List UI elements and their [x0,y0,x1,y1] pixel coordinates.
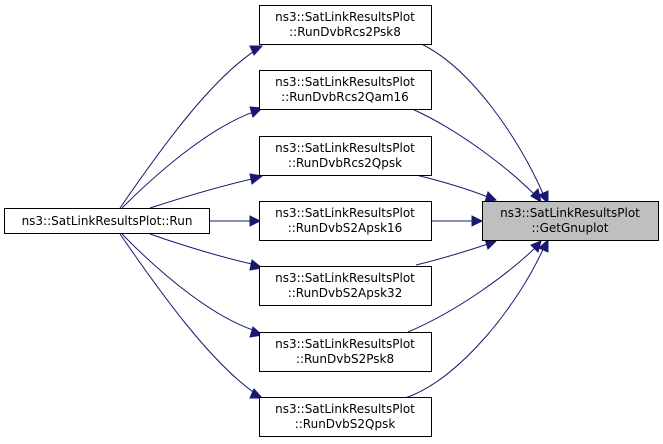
node-rundvbrcs2qpsk[interactable]: ns3::SatLinkResultsPlot ::RunDvbRcs2Qpsk [259,136,432,176]
node-rundvbrcs2qam16[interactable]: ns3::SatLinkResultsPlot ::RunDvbRcs2Qam1… [259,70,432,110]
node-run[interactable]: ns3::SatLinkResultsPlot::Run [4,208,210,234]
node-line2: ::RunDvbS2Apsk32 [288,286,403,300]
arrowhead-target-3 [484,191,498,203]
edge-run-to-rundvbrcs2qpsk [149,177,257,209]
edge-rundvbs2apsk32-to-getgnuplot [415,243,489,266]
node-rundvbs2apsk32[interactable]: ns3::SatLinkResultsPlot ::RunDvbS2Apsk32 [259,266,432,306]
node-line1: ns3::SatLinkResultsPlot [275,10,415,24]
node-rundvbs2qpsk[interactable]: ns3::SatLinkResultsPlot ::RunDvbS2Qpsk [259,397,432,437]
node-line2: ::RunDvbRcs2Qpsk [288,156,402,170]
node-getgnuplot[interactable]: ns3::SatLinkResultsPlot ::GetGnuplot [482,201,659,241]
node-line1: ns3::SatLinkResultsPlot [275,206,415,220]
edge-rundvbrcs2psk8-to-getgnuplot [416,41,545,197]
node-line1: ns3::SatLinkResultsPlot [275,141,415,155]
edge-run-to-rundvbrcs2psk8 [119,49,257,209]
node-line2: ::RunDvbS2Psk8 [296,352,394,366]
arrowhead-target-7 [538,238,549,253]
edge-run-to-rundvbs2qpsk [119,233,257,395]
node-line1: ns3::SatLinkResultsPlot [275,75,415,89]
edge-rundvbs2psk8-to-getgnuplot [407,247,536,333]
edge-rundvbs2qpsk-to-getgnuplot [404,246,545,399]
node-rundvbs2apsk16[interactable]: ns3::SatLinkResultsPlot ::RunDvbS2Apsk16 [259,201,432,241]
node-line2: ::RunDvbRcs2Psk8 [289,25,401,39]
edge-run-to-rundvbs2apsk32 [149,233,257,266]
arrowhead-rundvbrcs2psk8 [249,45,264,56]
node-rundvbrcs2psk8[interactable]: ns3::SatLinkResultsPlot ::RunDvbRcs2Psk8 [259,5,432,45]
arrowhead-target-1 [538,190,549,205]
edge-rundvbrcs2qpsk-to-getgnuplot [415,174,489,198]
arrowhead-rundvbs2apsk16 [249,215,262,227]
node-line1: ns3::SatLinkResultsPlot [275,337,415,351]
node-line1: ns3::SatLinkResultsPlot [275,271,415,285]
node-line2: ::RunDvbS2Qpsk [295,417,396,431]
arrowhead-target-6 [530,240,542,253]
arrowhead-target-4 [471,215,484,227]
node-getgnuplot-line2: ::GetGnuplot [532,221,609,235]
node-line1: ns3::SatLinkResultsPlot [275,402,415,416]
node-run-label: ns3::SatLinkResultsPlot::Run [22,214,193,228]
arrowhead-rundvbrcs2qpsk [249,173,264,185]
node-line2: ::RunDvbRcs2Qam16 [281,90,409,104]
node-rundvbs2psk8[interactable]: ns3::SatLinkResultsPlot ::RunDvbS2Psk8 [259,332,432,372]
arrowhead-target-2 [530,188,542,204]
edge-run-to-rundvbs2psk8 [121,233,257,332]
edge-run-to-rundvbrcs2qam16 [121,110,257,209]
node-getgnuplot-line1: ns3::SatLinkResultsPlot [500,206,640,220]
arrowhead-rundvbs2qpsk [249,388,264,399]
edge-rundvbrcs2qam16-to-getgnuplot [409,107,536,196]
node-line2: ::RunDvbS2Apsk16 [288,221,403,235]
